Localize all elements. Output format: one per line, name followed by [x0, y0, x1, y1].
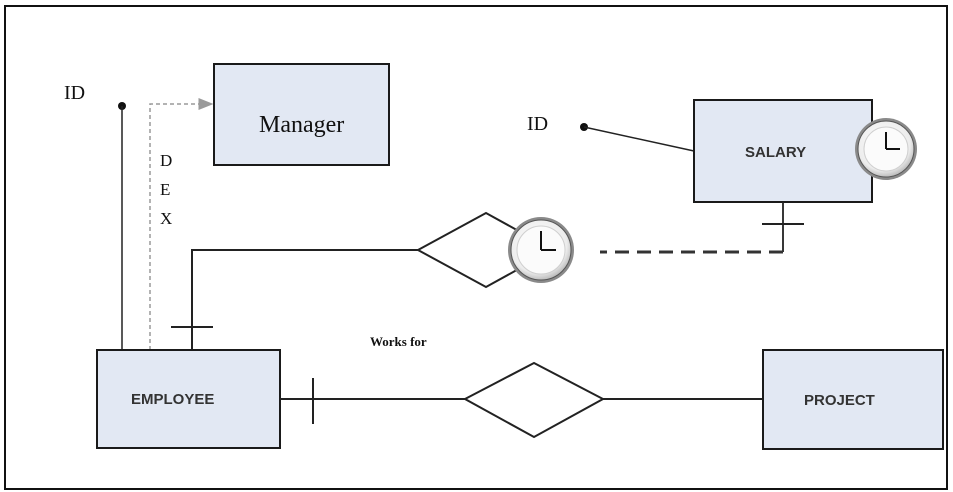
project-entity-box	[762, 349, 944, 450]
manager-entity-box	[213, 63, 390, 166]
salary-id-label: ID	[527, 113, 548, 135]
employee-id-label: ID	[64, 82, 85, 104]
employee-entity-label: EMPLOYEE	[131, 391, 214, 408]
works-for-label: Works for	[370, 334, 427, 349]
dex-letter-e: E	[160, 180, 170, 199]
clock-icon	[855, 118, 917, 180]
dex-letter-d: D	[160, 151, 172, 170]
employee-entity-box	[96, 349, 281, 449]
dex-letter-x: X	[160, 209, 172, 228]
dex-dashed-arrow	[149, 98, 214, 350]
project-entity-label: PROJECT	[804, 392, 875, 409]
employee-relationship-connector	[191, 249, 418, 350]
clock-icon	[508, 217, 574, 283]
manager-entity-label: Manager	[259, 112, 344, 138]
salary-entity-label: SALARY	[745, 144, 806, 161]
salary-id-connector	[583, 126, 695, 152]
